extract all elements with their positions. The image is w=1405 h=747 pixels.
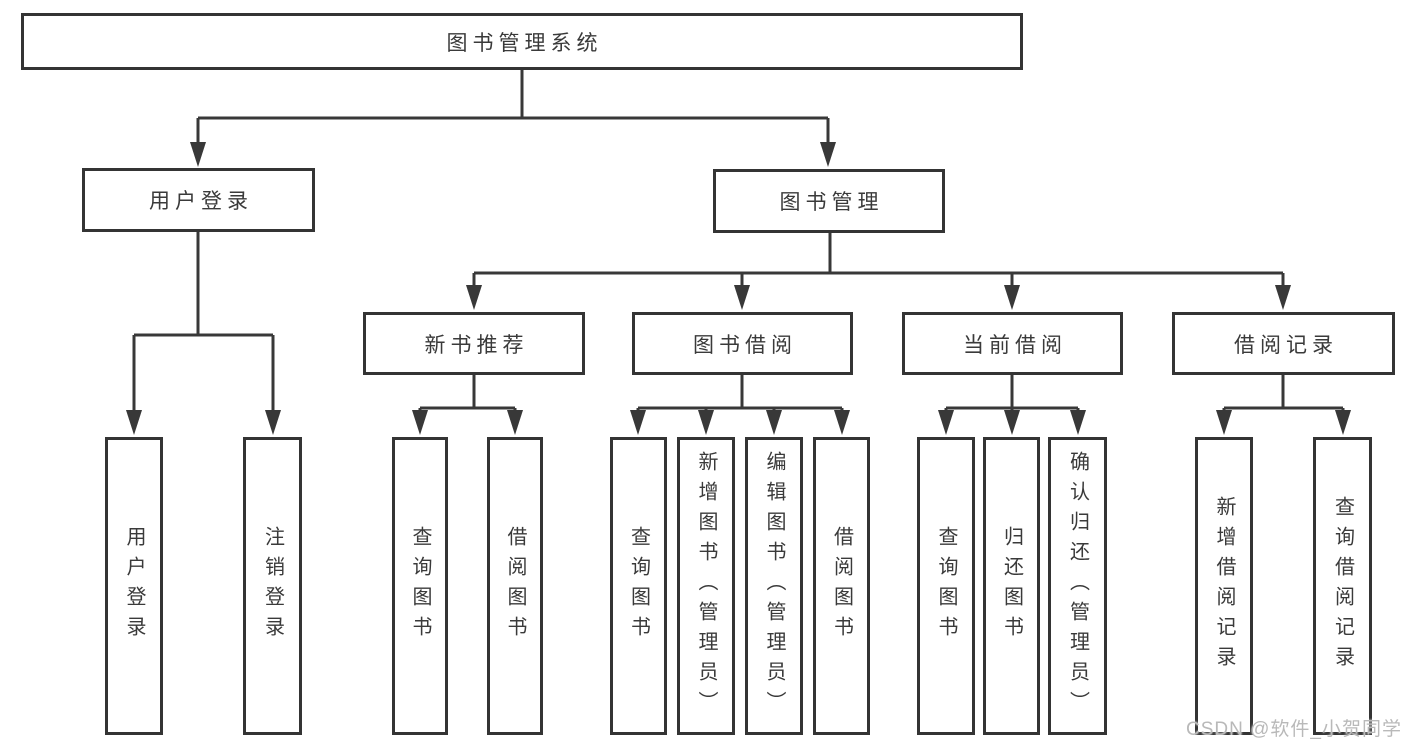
node-cb-return-book-label: 归还图书: [1000, 526, 1023, 646]
node-br-query-record: 查询借阅记录: [1313, 437, 1372, 735]
node-bb-query-book: 查询图书: [610, 437, 667, 735]
connector-user-login-to-children: [126, 232, 281, 435]
node-current-borrow: 当前借阅: [902, 312, 1123, 375]
node-nbr-borrow-book: 借阅图书: [487, 437, 543, 735]
node-borrow-record: 借阅记录: [1172, 312, 1395, 375]
node-cb-confirm-return-admin: 确认归还（管理员）: [1048, 437, 1107, 735]
node-bb-add-book-admin: 新增图书（管理员）: [677, 437, 735, 735]
node-cb-query-book: 查询图书: [917, 437, 975, 735]
node-bb-borrow-book-label: 借阅图书: [830, 526, 853, 646]
node-user-login: 用户登录: [82, 168, 315, 232]
node-user-login-leaf: 用户登录: [105, 437, 163, 735]
node-bb-borrow-book: 借阅图书: [813, 437, 870, 735]
node-user-login-leaf-label: 用户登录: [123, 526, 145, 646]
node-nbr-borrow-book-label: 借阅图书: [504, 526, 526, 646]
node-bb-edit-book-admin: 编辑图书（管理员）: [745, 437, 803, 735]
connector-borrow-record-to-children: [1216, 375, 1351, 435]
node-book-mgmt: 图书管理: [713, 169, 945, 233]
node-cb-confirm-return-admin-label: 确认归还（管理员）: [1066, 451, 1089, 721]
node-bb-add-book-admin-label: 新增图书（管理员）: [695, 451, 717, 721]
node-book-borrow: 图书借阅: [632, 312, 853, 375]
csdn-watermark: CSDN @软件_小贺同学: [1186, 719, 1402, 740]
node-nbr-query-book-label: 查询图书: [409, 526, 431, 646]
node-bb-edit-book-admin-label: 编辑图书（管理员）: [763, 451, 785, 721]
node-logout: 注销登录: [243, 437, 302, 735]
node-br-query-record-label: 查询借阅记录: [1331, 496, 1354, 676]
node-bb-query-book-label: 查询图书: [627, 526, 650, 646]
connector-root-to-level2: [190, 70, 836, 167]
node-new-book-rec: 新书推荐: [363, 312, 585, 375]
connector-new-book-rec-to-children: [412, 375, 523, 435]
connector-book-mgmt-to-level3: [466, 233, 1291, 310]
node-logout-label: 注销登录: [261, 526, 284, 646]
node-cb-query-book-label: 查询图书: [935, 526, 957, 646]
connector-current-borrow-to-children: [938, 375, 1086, 435]
node-cb-return-book: 归还图书: [983, 437, 1040, 735]
node-nbr-query-book: 查询图书: [392, 437, 448, 735]
node-root: 图书管理系统: [21, 13, 1023, 70]
connector-book-borrow-to-children: [630, 375, 850, 435]
node-br-add-record: 新增借阅记录: [1195, 437, 1253, 735]
node-br-add-record-label: 新增借阅记录: [1213, 496, 1235, 676]
